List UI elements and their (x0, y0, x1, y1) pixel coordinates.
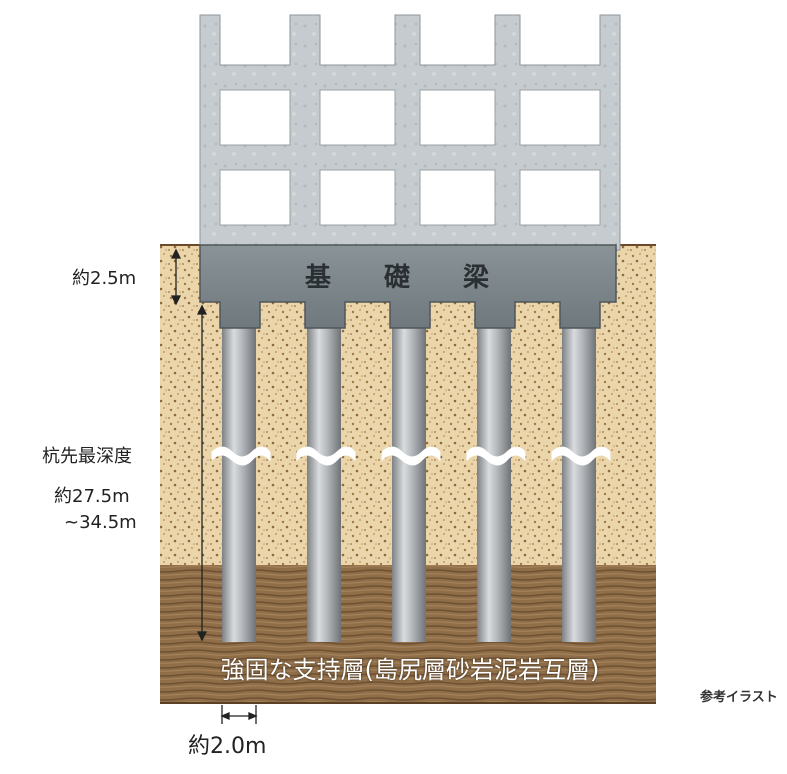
pile (477, 320, 511, 642)
illustration-note: 参考イラスト (700, 690, 778, 705)
pile (307, 320, 341, 642)
pile (392, 320, 426, 642)
piles (222, 320, 596, 642)
pile (562, 320, 596, 642)
pile-depth-range-1: 約27.5m (54, 486, 130, 507)
pile-depth-range-2: ~34.5m (64, 512, 137, 533)
pile-spacing-label: 約2.0m (188, 734, 267, 759)
pile-width-dimension (220, 705, 258, 724)
foundation-beam (199, 244, 617, 329)
pile-depth-dimension (196, 304, 208, 642)
pile (222, 320, 256, 642)
pile-break-marks (211, 446, 611, 466)
bearing-stratum-label: 強固な支持層(島尻層砂岩泥岩互層) (220, 656, 600, 684)
beam-depth-dimension (170, 248, 182, 306)
beam-depth-label: 約2.5m (72, 268, 137, 289)
pile-depth-title: 杭先最深度 (42, 446, 132, 467)
foundation-beam-label: 基 礎 梁 (304, 263, 512, 293)
building-frame (199, 14, 621, 251)
